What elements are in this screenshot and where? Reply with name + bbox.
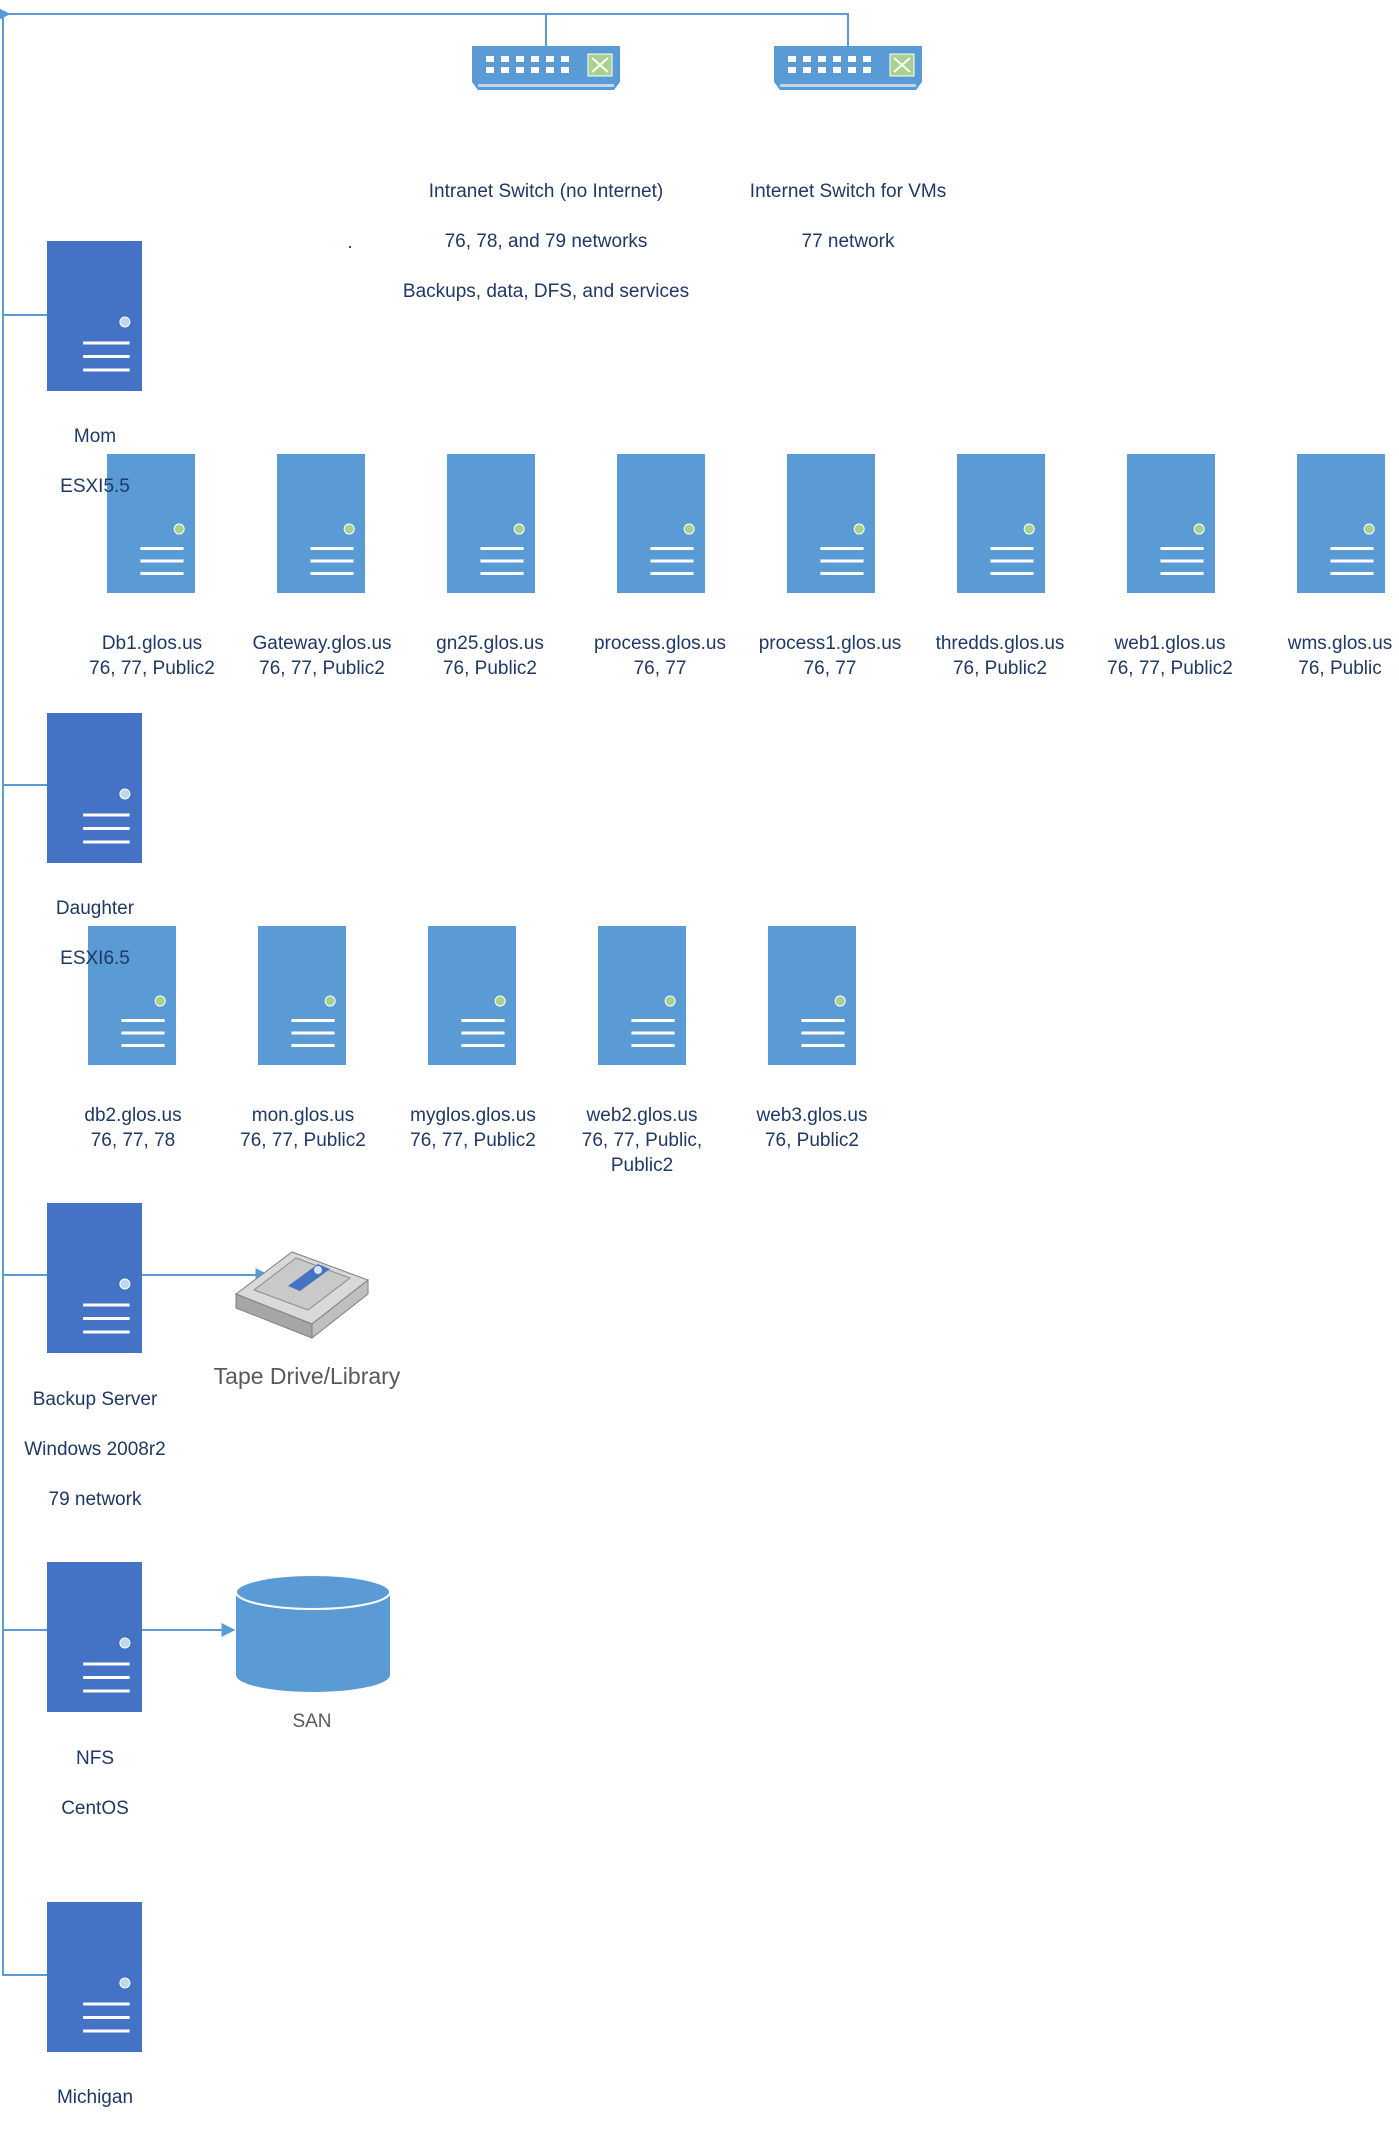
tape-library-label: Tape Drive/Library	[213, 1363, 401, 1389]
vm-server-icon-web1	[1127, 454, 1215, 593]
host-label-daughter: Daughter ESXI6.5	[55, 898, 135, 969]
host-server-icon-backup	[47, 1203, 142, 1353]
tape-library-icon	[234, 1251, 370, 1340]
vm-server-icon-db1	[107, 454, 195, 593]
vm-server-icon-gn25	[447, 454, 535, 593]
host-label-mom: Mom ESXI5.5	[60, 426, 130, 497]
top-bus-line	[3, 13, 849, 50]
vm-server-icon-wms	[1297, 454, 1385, 593]
vm-server-icon-process1	[787, 454, 875, 593]
network-switch-icon-internet	[774, 46, 922, 90]
host-label-backup: Backup Server Windows 2008r2 79 network	[24, 1389, 166, 1510]
vm-server-icon-web2	[598, 926, 686, 1065]
host-server-icon-mom	[47, 241, 142, 391]
network-switch-icon-intranet	[472, 46, 620, 90]
vm-server-icon-process	[617, 454, 705, 593]
vm-server-icon-gateway	[277, 454, 365, 593]
vm-server-icon-db2	[88, 926, 176, 1065]
san-storage-icon	[235, 1574, 391, 1692]
host-server-icon-michigan	[47, 1902, 142, 2052]
vm-server-icon-myglos	[428, 926, 516, 1065]
host-server-icon-daughter	[47, 713, 142, 863]
san-label: SAN	[292, 1711, 332, 1732]
host-label-nfs: NFS CentOS	[61, 1748, 129, 1819]
internet-switch-label: Internet Switch for VMs 77 network	[749, 181, 947, 252]
vm-server-icon-web3	[768, 926, 856, 1065]
vm-server-icon-thredds	[957, 454, 1045, 593]
intranet-switch-label: Intranet Switch (no Internet) 76, 78, an…	[402, 181, 690, 302]
host-server-icon-nfs	[47, 1562, 142, 1712]
vm-server-icon-mon	[258, 926, 346, 1065]
stray-dot: .	[347, 232, 353, 253]
network-diagram	[0, 7, 1385, 2052]
host-label-michigan: Michigan	[56, 2087, 134, 2108]
